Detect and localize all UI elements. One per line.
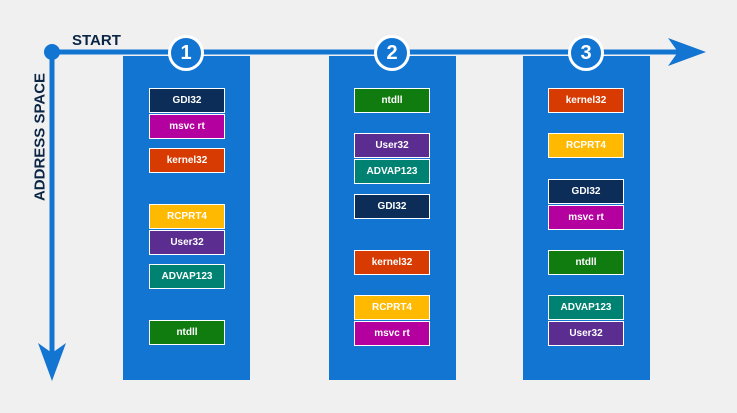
start-label: START [72,32,121,49]
module-block-user32: User32 [149,230,225,255]
module-block-user32: User32 [354,133,430,158]
process-number-badge-3: 3 [568,35,604,71]
address-space-label: ADDRESS SPACE [31,72,49,202]
start-axis-arrowhead [668,38,706,66]
module-block-kernel32: kernel32 [354,250,430,275]
module-block-kernel32: kernel32 [149,148,225,173]
module-block-ntdll: ntdll [548,250,624,275]
module-block-user32: User32 [548,321,624,346]
module-block-ntdll: ntdll [354,88,430,113]
module-block-gdi32: GDI32 [149,88,225,113]
axis-origin-dot [44,44,60,60]
module-block-msvc-rt: msvc rt [548,205,624,230]
process-number-badge-1: 1 [168,35,204,71]
module-block-advap123: ADVAP123 [354,159,430,184]
module-block-advap123: ADVAP123 [149,264,225,289]
address-axis-arrowhead [38,343,66,381]
process-number-badge-2: 2 [374,35,410,71]
module-block-ntdll: ntdll [149,320,225,345]
module-block-msvc-rt: msvc rt [354,321,430,346]
module-block-gdi32: GDI32 [354,194,430,219]
module-block-rcprt4: RCPRT4 [548,133,624,158]
module-block-msvc-rt: msvc rt [149,114,225,139]
module-block-advap123: ADVAP123 [548,295,624,320]
module-block-gdi32: GDI32 [548,179,624,204]
module-block-kernel32: kernel32 [548,88,624,113]
module-block-rcprt4: RCPRT4 [149,204,225,229]
module-block-rcprt4: RCPRT4 [354,295,430,320]
